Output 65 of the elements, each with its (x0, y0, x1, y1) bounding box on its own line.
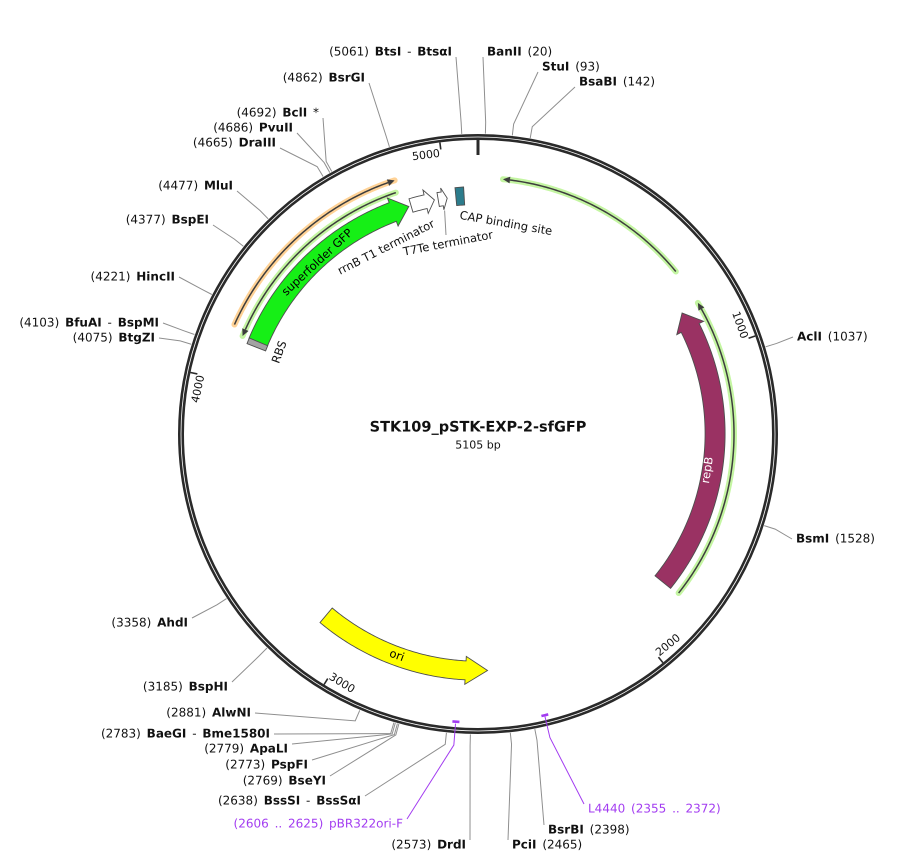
leader-line (296, 132, 330, 174)
leader-line (322, 118, 332, 172)
leader-line (534, 728, 544, 826)
restriction-site-label: BsaBI (142) (579, 74, 656, 90)
feature-label: repB (698, 456, 716, 484)
leader-line (456, 56, 462, 134)
leader-line (512, 72, 538, 136)
tick-label: 1000 (730, 310, 752, 341)
leader-line (765, 336, 794, 348)
tick-label: 4000 (188, 374, 207, 404)
restriction-site-label: (2779) ApaLI (204, 742, 288, 756)
restriction-site-label: (2638) BssSI - BssSαI (218, 794, 361, 808)
leader-line (236, 190, 269, 220)
restriction-site-label: (5061) BtsI - BtsαI (329, 44, 452, 60)
leader-line (158, 338, 192, 345)
restriction-site-label: (3185) BspHI (142, 680, 228, 694)
restriction-site-label: BanII (20) (487, 44, 552, 60)
leader-line (178, 276, 212, 295)
tick-label: 5000 (412, 146, 442, 163)
leader-line (274, 722, 394, 734)
restriction-site-label: (4103) BfuAI - BspMI (19, 316, 159, 330)
plasmid-name: STK109_pSTK-EXP-2-sfGFP (370, 420, 586, 436)
leader-line (482, 56, 486, 134)
leader-line (292, 722, 396, 744)
leader-line (280, 148, 324, 177)
primer-label: L4440 (2355 .. 2372) (588, 802, 721, 816)
restriction-site-label: (3358) AhdI (111, 616, 188, 630)
leader-line (312, 723, 398, 760)
restriction-site-label: (2783) BaeGI - Bme1580I (100, 726, 270, 742)
leader-line (444, 210, 446, 236)
restriction-site-label: (2573) DrdI (391, 838, 466, 852)
leader-line (406, 723, 456, 820)
leader-line (508, 732, 512, 840)
feature-label: ori (388, 646, 406, 664)
leader-line (232, 647, 268, 682)
primer-label: (2606 .. 2625) pBR322ori-F (234, 816, 403, 832)
leader-line (544, 716, 584, 804)
restriction-site-label: (2773) PspFI (225, 758, 308, 772)
restriction-site-label: (4477) MluI (158, 178, 233, 194)
leader-line (254, 710, 360, 722)
leader-line (212, 224, 244, 247)
restriction-site-label: (2881) AlwNI (166, 706, 251, 720)
feature-label: RBS (268, 338, 290, 366)
restriction-site-label: (4665) DraIII (192, 136, 276, 150)
leader-line (192, 598, 228, 618)
restriction-site-label: StuI (93) (542, 60, 600, 74)
restriction-site-label: BsrBI (2398) (548, 822, 630, 838)
leader-line (470, 734, 471, 840)
leader-line (530, 86, 576, 139)
leader-line (162, 322, 195, 335)
restriction-site-label: (4686) PvuII (213, 120, 293, 136)
leader-line (330, 723, 400, 776)
restriction-site-label: (4862) BsrGI (282, 70, 365, 86)
restriction-site-label: (4377) BspEI (126, 212, 209, 228)
restriction-site-label: (4221) HincII (90, 270, 175, 284)
leader-line (364, 732, 447, 796)
leader-line (764, 525, 792, 540)
plasmid-length: 5105 bp (455, 438, 501, 452)
restriction-site-label: PciI (2465) (512, 838, 582, 852)
restriction-site-label: (2769) BseYI (242, 774, 326, 788)
restriction-site-label: BsmI (1528) (796, 532, 875, 546)
leader-line (368, 82, 390, 148)
restriction-site-label: (4692) BclI* (236, 106, 319, 120)
restriction-site-label: (4075) BtgZI (72, 330, 155, 346)
restriction-site-label: AclI (1037) (797, 330, 868, 344)
